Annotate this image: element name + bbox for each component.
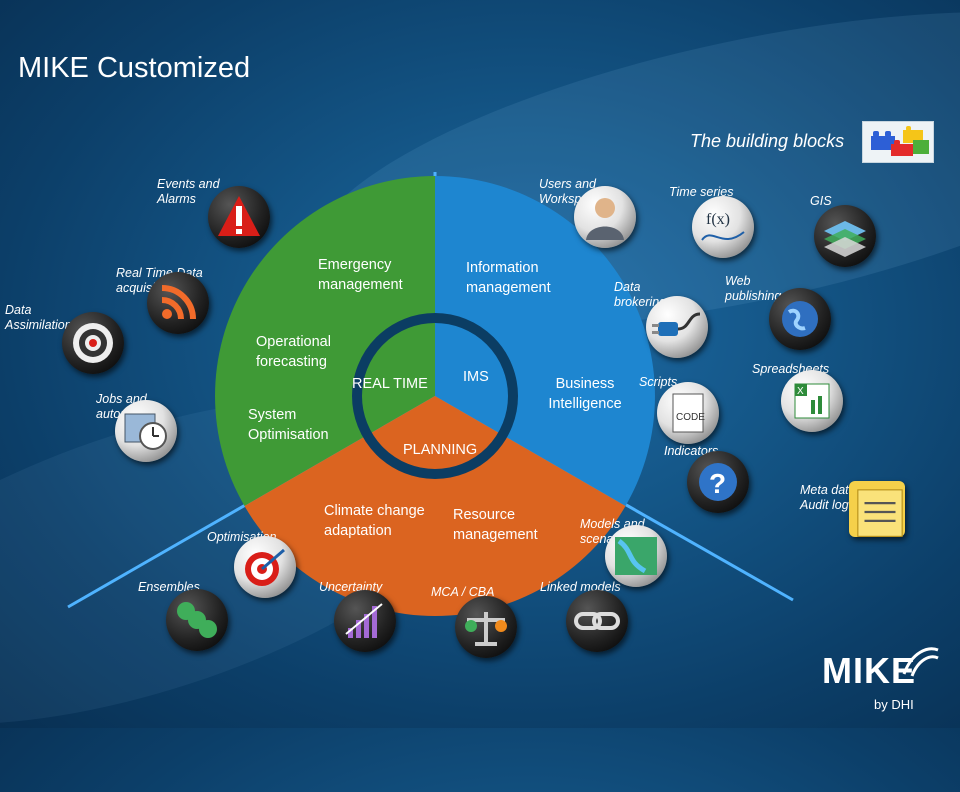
code-icon: CODE xyxy=(657,382,719,444)
target-icon xyxy=(62,312,124,374)
spreadsheet-icon: X xyxy=(781,370,843,432)
question-icon: ? xyxy=(687,451,749,513)
building-blocks-diagram xyxy=(67,172,794,616)
svg-text:X: X xyxy=(797,386,804,397)
svg-text:?: ? xyxy=(709,468,726,499)
label-operational-forecasting: Operational forecasting xyxy=(256,334,331,370)
label-real-time: REAL TIME xyxy=(352,376,428,392)
rss-feed-icon xyxy=(147,272,209,334)
page-title: MIKE Customized xyxy=(18,52,251,84)
label-resource-management: Resource management xyxy=(453,507,538,543)
segment-green xyxy=(215,176,435,506)
ensemble-icon xyxy=(166,589,228,651)
label-information-management: Information management xyxy=(466,260,551,296)
label-ims: IMS xyxy=(463,369,489,385)
inner-ring xyxy=(352,313,518,479)
block-label: MCA / CBA xyxy=(431,585,495,599)
block-label: GIS xyxy=(810,194,832,208)
logo-by: by DHI xyxy=(874,697,914,712)
lego-bricks-icon xyxy=(862,121,934,163)
logo-name: MIKE xyxy=(822,650,916,691)
svg-text:CODE: CODE xyxy=(676,412,705,423)
page-subtitle: The building blocks xyxy=(690,131,845,151)
plug-icon xyxy=(646,296,708,358)
mike-logo: MIKE by DHI xyxy=(822,647,939,712)
block-label: Events and Alarms xyxy=(157,177,220,206)
dartboard-icon xyxy=(234,536,296,598)
segment-blue xyxy=(435,176,655,506)
bar-graph-icon xyxy=(334,590,396,652)
label-climate-change-adaptation: Climate change adaptation xyxy=(324,503,425,539)
river-map-icon xyxy=(605,525,667,587)
block-label: Data Assimilation xyxy=(5,303,72,332)
svg-text:f(x): f(x) xyxy=(706,211,730,228)
function-plot-icon: f(x) xyxy=(692,196,754,258)
label-system-optimisation: System Optimisation xyxy=(248,407,329,443)
label-planning: PLANNING xyxy=(403,442,478,458)
block-label: Web publishing xyxy=(725,274,782,303)
globe-icon xyxy=(769,288,831,350)
user-icon xyxy=(574,186,636,248)
alarm-icon xyxy=(208,186,270,248)
balance-icon xyxy=(455,596,517,658)
clock-calendar-icon xyxy=(115,400,177,462)
wave-icon xyxy=(902,647,939,677)
label-business-intelligence: Business Intelligence xyxy=(548,376,622,412)
gis-layers-icon xyxy=(814,205,876,267)
chain-link-icon xyxy=(566,590,628,652)
block-label: Scripts xyxy=(639,375,678,389)
notepad-icon xyxy=(849,481,905,537)
block-label: Meta data Audit log xyxy=(800,483,856,512)
block-label: Time series xyxy=(669,185,734,199)
label-emergency-management: Emergency management xyxy=(318,257,403,293)
segment-orange xyxy=(244,396,626,616)
